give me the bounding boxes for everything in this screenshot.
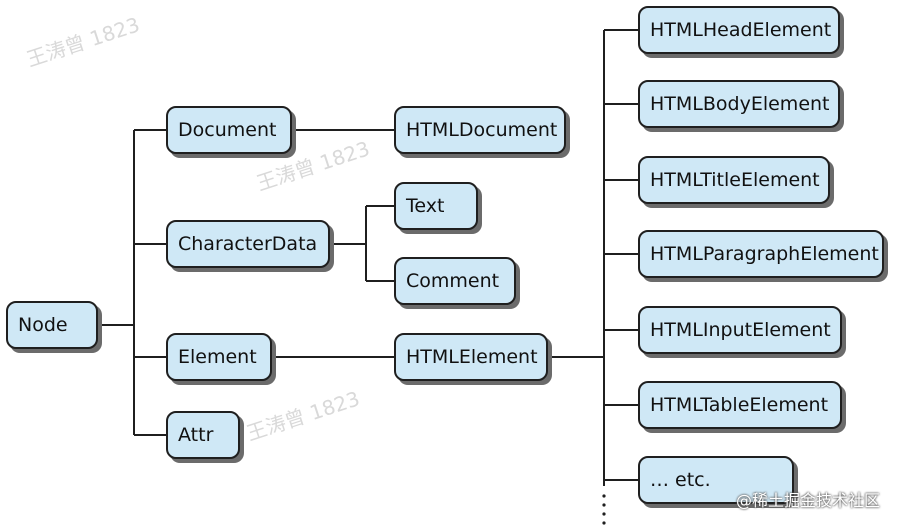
text-box: Text [394, 182, 478, 230]
etc-box: … etc. [638, 456, 794, 504]
attr-box: Attr [166, 411, 240, 459]
element-box: Element [166, 333, 272, 381]
character-data-box: CharacterData [166, 220, 330, 268]
html-input-element-box: HTMLInputElement [638, 306, 842, 354]
comment-box: Comment [394, 257, 516, 305]
html-body-element-box: HTMLBodyElement [638, 80, 840, 128]
html-head-element-box: HTMLHeadElement [638, 6, 840, 54]
html-element-box: HTMLElement [394, 333, 548, 381]
html-title-element-box: HTMLTitleElement [638, 156, 830, 204]
html-document-box: HTMLDocument [394, 106, 566, 154]
document-box: Document [166, 106, 292, 154]
continuation-dots [602, 494, 606, 525]
site-credit: @稀土掘金技术社区 [735, 491, 880, 510]
html-paragraph-element-box: HTMLParagraphElement [638, 230, 884, 278]
html-table-element-box: HTMLTableElement [638, 381, 842, 429]
node-box: Node [6, 301, 98, 349]
